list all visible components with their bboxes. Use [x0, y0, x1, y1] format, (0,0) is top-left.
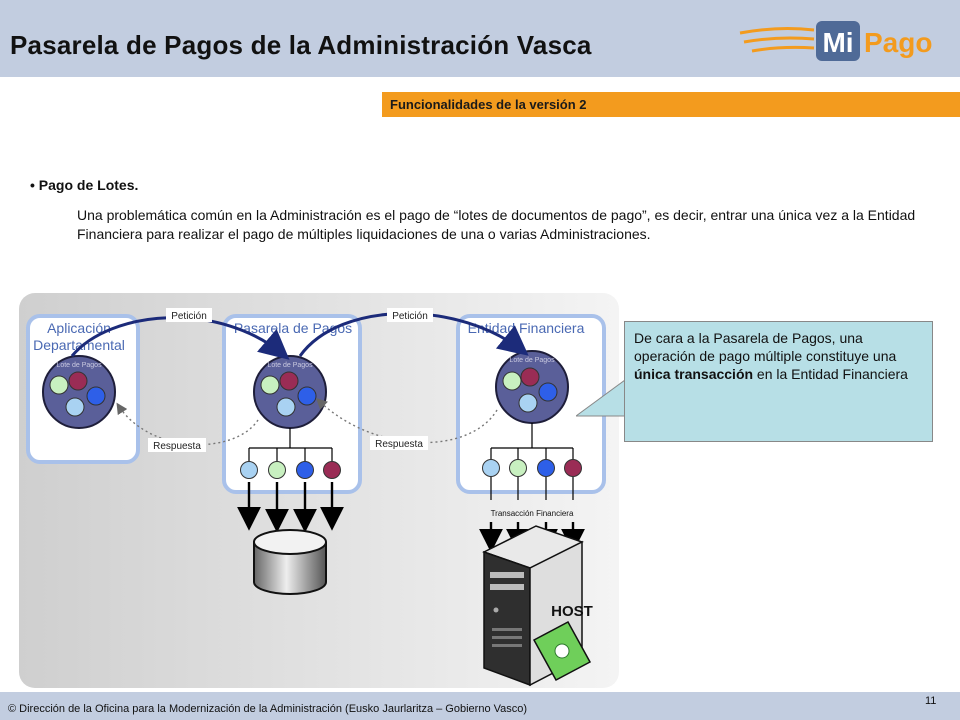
ball-green: [509, 459, 527, 477]
bullet-heading: • Pago de Lotes.: [30, 177, 139, 193]
ball-blue: [537, 459, 555, 477]
tree-entidad: [490, 423, 574, 460]
title-aplicacion-1: Aplicación: [47, 320, 111, 336]
respuesta-label-bg-2: [370, 436, 428, 450]
lote-group-pasarela: Lote de Pagos: [253, 355, 327, 429]
peticion-label-bg-1: [166, 308, 212, 322]
lote-group-entidad: Lote de Pagos: [495, 350, 569, 424]
ball-light-blue: [240, 461, 258, 479]
money-bill-icon: [532, 620, 592, 682]
title-aplicacion-2: Departamental: [33, 337, 125, 353]
callout-text-before: De cara a la Pasarela de Pagos, una oper…: [634, 330, 897, 364]
logo-mi-text: Mi: [822, 27, 853, 58]
section-label: Funcionalidades de la versión 2: [390, 97, 587, 112]
ball-light-blue: [482, 459, 500, 477]
ball-maroon: [564, 459, 582, 477]
ball-blue: [296, 461, 314, 479]
ball-maroon: [520, 367, 540, 387]
peticion-label-2: Petición: [392, 311, 428, 322]
callout-pointer: [576, 380, 626, 417]
host-label: HOST: [551, 603, 593, 620]
ball-light-blue: [276, 397, 296, 417]
tree-pasarela: [248, 428, 333, 462]
arrows-to-database: [237, 482, 344, 533]
lines-to-transaccion: [490, 477, 574, 500]
body-paragraph: Una problemática común en la Administrac…: [77, 207, 916, 242]
ball-green: [260, 375, 280, 395]
host-server-icon: [482, 525, 584, 687]
ball-maroon: [68, 371, 88, 391]
ball-light-blue: [518, 393, 538, 413]
ball-light-blue: [65, 397, 85, 417]
ball-green: [268, 461, 286, 479]
lote-group-aplicacion: Lote de Pagos: [42, 355, 116, 429]
payment-diagram: Aplicación Departamental Pasarela de Pag…: [19, 293, 619, 688]
ball-maroon: [279, 371, 299, 391]
respuesta-label-2: Respuesta: [375, 439, 423, 450]
callout-joint: [625, 380, 627, 414]
respuesta-label-1: Respuesta: [153, 441, 201, 452]
respuesta-label-bg-1: [148, 438, 206, 452]
arrow-respuesta-2: [315, 398, 498, 444]
section-bar: Funcionalidades de la versión 2: [382, 92, 960, 117]
page-title: Pasarela de Pagos de la Administración V…: [10, 30, 592, 60]
footer-copyright: © Dirección de la Oficina para la Modern…: [8, 703, 528, 715]
ball-maroon: [323, 461, 341, 479]
ball-blue: [297, 386, 317, 406]
ball-blue: [538, 382, 558, 402]
page-number: 11: [925, 695, 937, 707]
callout-text-bold: única transacción: [634, 366, 754, 382]
ball-blue: [86, 386, 106, 406]
peticion-label-1: Petición: [171, 311, 207, 322]
logo-speed-lines-icon: [739, 27, 815, 53]
logo-mi-badge: [816, 21, 860, 61]
lote-label-2: Lote de Pagos: [267, 362, 313, 369]
mipago-logo: Mi Pago: [739, 21, 932, 61]
header-bar: Pasarela de Pagos de la Administración V…: [0, 0, 960, 77]
transaccion-label: Transacción Financiera: [491, 509, 574, 518]
ball-green: [49, 375, 69, 395]
logo-pago-text: Pago: [864, 27, 932, 58]
callout-text: De cara a la Pasarela de Pagos, una oper…: [634, 329, 924, 383]
ball-green: [502, 371, 522, 391]
arrow-respuesta-1: [116, 402, 259, 446]
lote-label-3: Lote de Pagos: [509, 357, 555, 364]
footer-bar: 11 © Dirección de la Oficina para la Mod…: [0, 692, 960, 720]
database-icon: [253, 529, 327, 595]
callout-box: De cara a la Pasarela de Pagos, una oper…: [624, 321, 933, 442]
lote-label-1: Lote de Pagos: [56, 362, 102, 369]
callout-text-after: en la Entidad Financiera: [753, 366, 908, 382]
peticion-label-bg-2: [387, 308, 433, 322]
